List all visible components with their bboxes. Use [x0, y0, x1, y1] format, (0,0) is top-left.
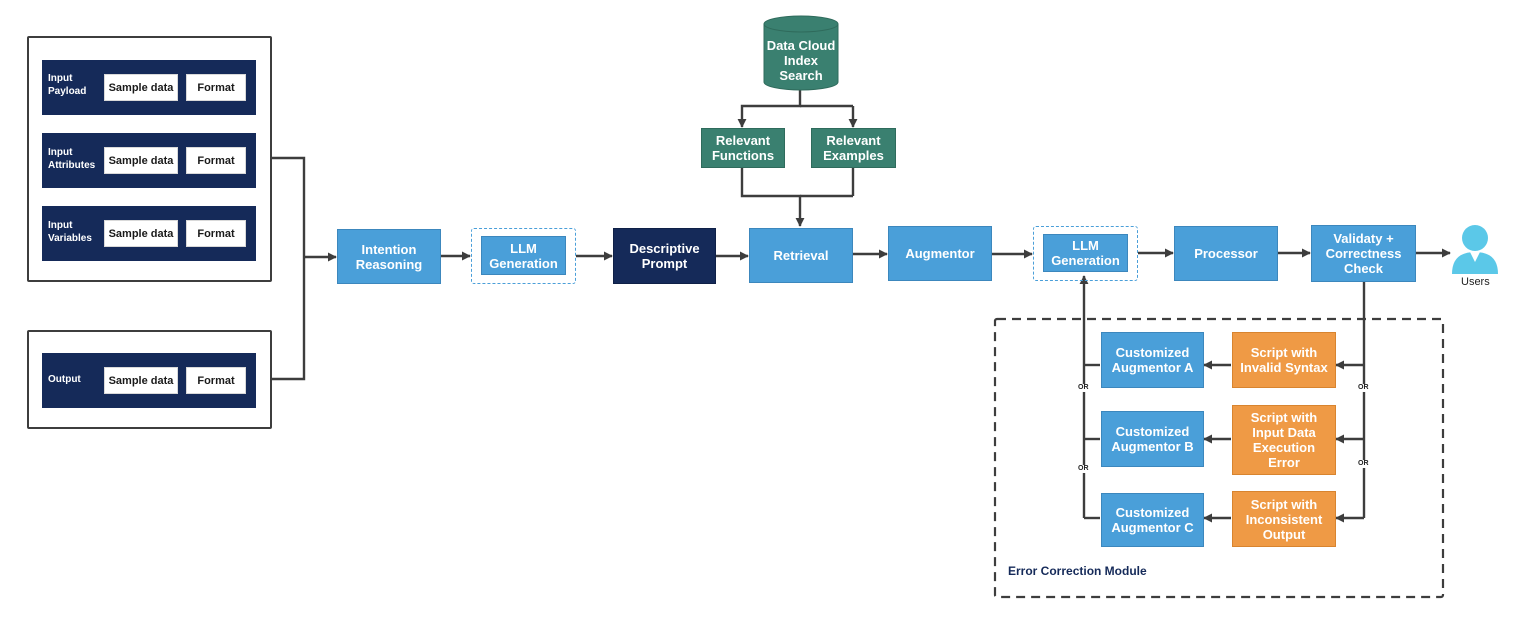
or-label: OR: [1077, 465, 1090, 473]
sample-data-chip: Sample data: [104, 147, 178, 174]
llm-generation-box-2: LLM Generation: [1043, 234, 1128, 272]
relevant-examples-box: Relevant Examples: [811, 128, 896, 168]
invalid-syntax-box: Script with Invalid Syntax: [1232, 332, 1336, 388]
row-label: Input Payload: [48, 73, 87, 97]
inputs-connector: [272, 156, 306, 257]
or-label: OR: [1077, 384, 1090, 392]
augmentor-c-box: Customized Augmentor C: [1101, 493, 1204, 547]
sample-data-chip: Sample data: [104, 367, 178, 394]
input-payload-row: Input Payload Sample data Format: [42, 60, 256, 115]
or-label: OR: [1357, 384, 1370, 392]
output-connector: [272, 257, 306, 381]
output-row: Output Sample data Format: [42, 353, 256, 408]
format-chip: Format: [186, 367, 246, 394]
error-module-title: Error Correction Module: [1008, 564, 1147, 578]
input-variables-row: Input Variables Sample data Format: [42, 206, 256, 261]
descriptive-prompt-box: Descriptive Prompt: [613, 228, 716, 284]
or-label: OR: [1357, 460, 1370, 468]
format-chip: Format: [186, 74, 246, 101]
intention-reasoning-box: Intention Reasoning: [337, 229, 441, 284]
database-icon: [763, 15, 839, 91]
llm-generation-box: LLM Generation: [481, 236, 566, 275]
llm-generation-frame: [471, 228, 576, 284]
processor-box: Processor: [1174, 226, 1278, 281]
inputs-frame: [27, 36, 272, 282]
error-module-frame: [993, 317, 1445, 599]
users-label: Users: [1461, 276, 1490, 288]
functions-to-retrieval: [740, 168, 805, 227]
augmentor-a-box: Customized Augmentor A: [1101, 332, 1204, 388]
row-label: Input Attributes: [48, 147, 96, 171]
output-frame: [27, 330, 272, 429]
sample-data-chip: Sample data: [104, 220, 178, 247]
row-label: Input Variables: [48, 220, 92, 244]
llm-generation-frame-2: [1033, 226, 1138, 281]
sample-data-chip: Sample data: [104, 74, 178, 101]
row-label: Output: [48, 374, 81, 385]
augmentor-box: Augmentor: [888, 226, 992, 281]
validity-check-box: Validaty + Correctness Check: [1311, 225, 1416, 282]
inconsistent-output-box: Script with Inconsistent Output: [1232, 491, 1336, 547]
augmentor-b-box: Customized Augmentor B: [1101, 411, 1204, 467]
execution-error-box: Script with Input Data Execution Error: [1232, 405, 1336, 475]
datacloud-connector: [737, 88, 802, 128]
retrieval-box: Retrieval: [749, 228, 853, 283]
format-chip: Format: [186, 220, 246, 247]
data-cloud-label: Data Cloud Index Search: [766, 37, 836, 83]
user-icon: [1452, 225, 1498, 274]
format-chip: Format: [186, 147, 246, 174]
input-attributes-row: Input Attributes Sample data Format: [42, 133, 256, 188]
relevant-functions-box: Relevant Functions: [701, 128, 785, 168]
